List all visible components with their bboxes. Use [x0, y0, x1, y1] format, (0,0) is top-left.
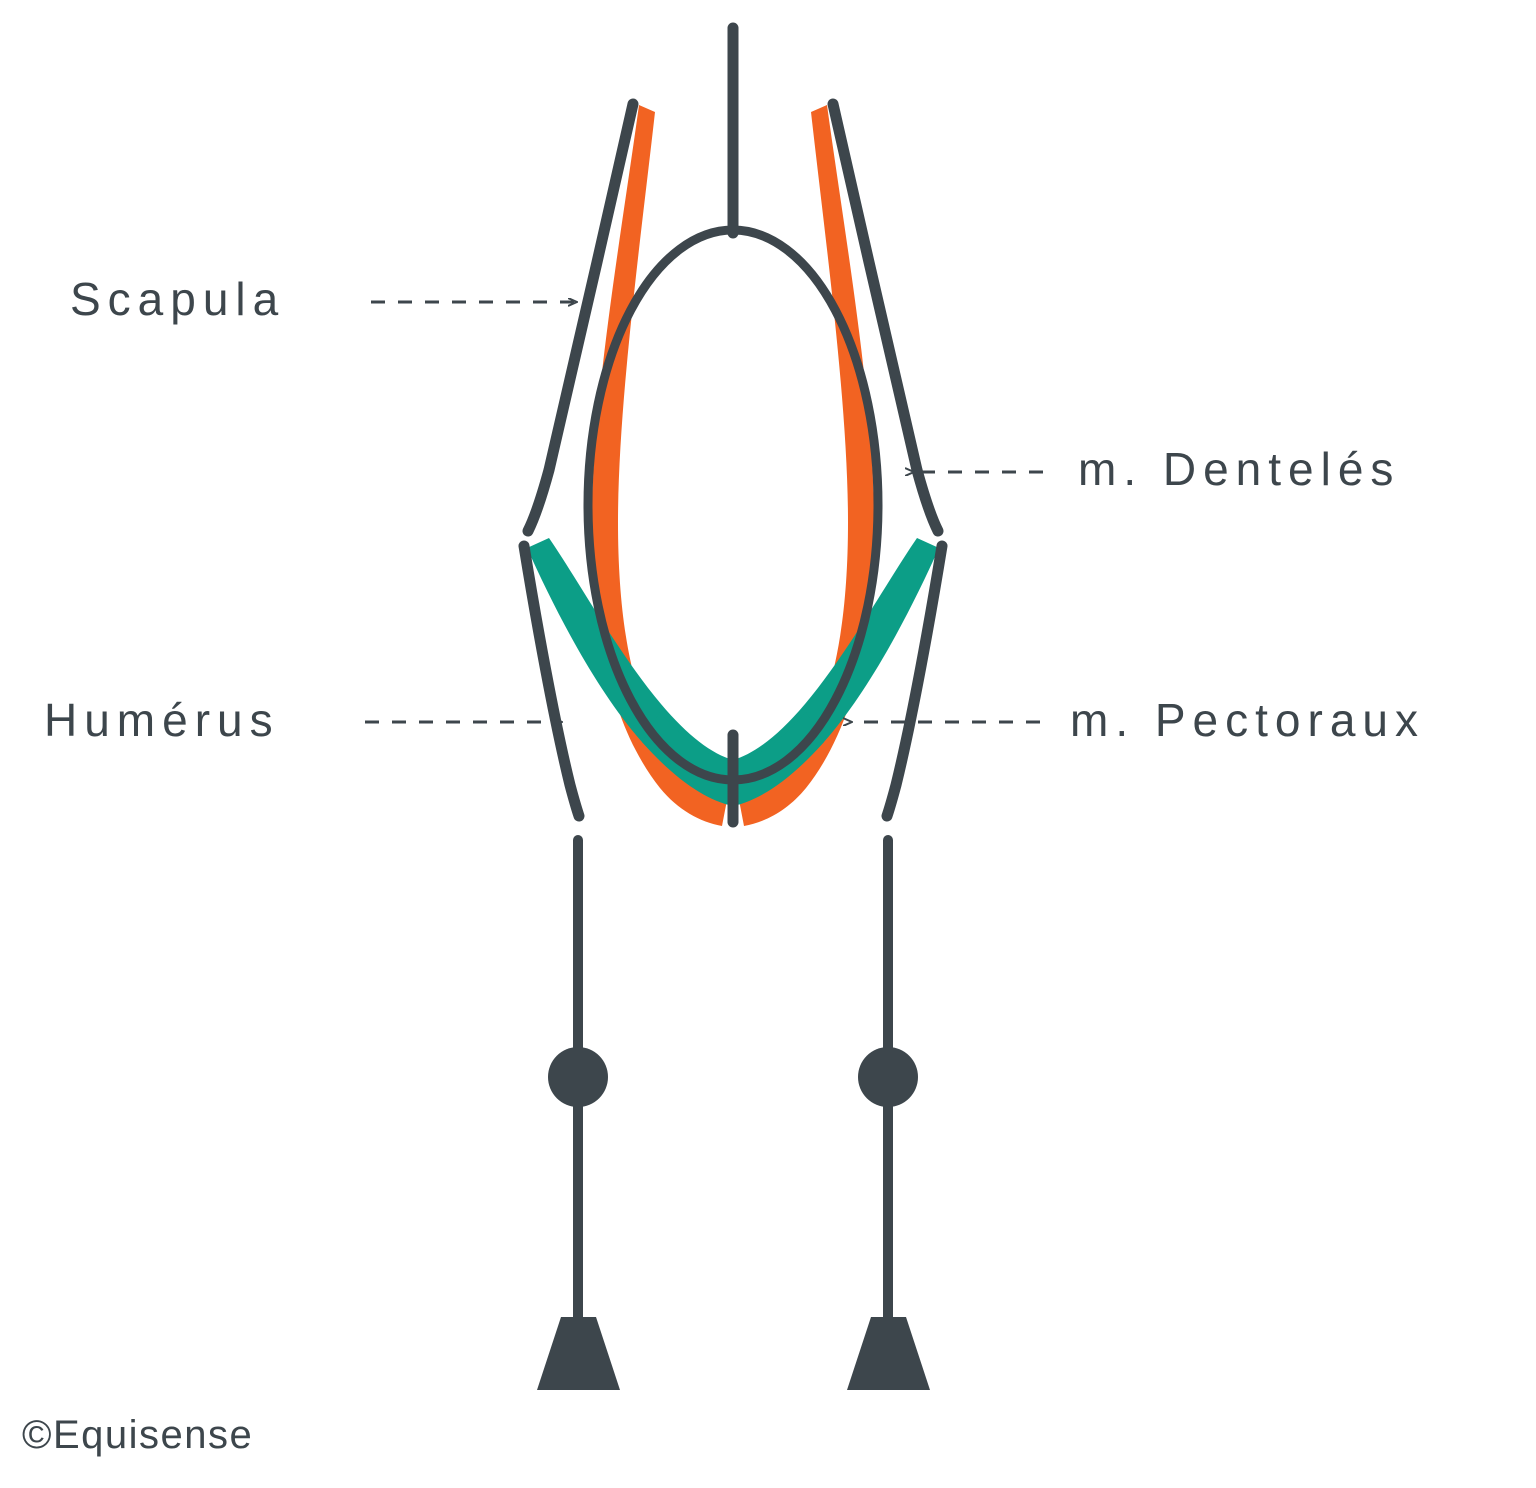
knee-joint-left	[548, 1047, 608, 1107]
label-m-denteles: m. Dentelés	[1078, 443, 1401, 495]
humerus-bone-left	[518, 540, 585, 822]
humerus-bone-right	[881, 540, 948, 822]
label-humerus: Humérus	[44, 694, 280, 746]
scapula-bone-left	[522, 98, 639, 537]
serratus-muscle-left	[592, 105, 727, 826]
pectoral-sling-bridge	[642, 712, 824, 806]
hoof-right	[847, 1317, 930, 1390]
thorax-outline	[583, 225, 883, 785]
watermark-equisense: ©Equisense	[22, 1413, 254, 1457]
hoof-left	[537, 1317, 620, 1390]
serratus-muscle-right	[739, 105, 874, 826]
label-scapula: Scapula	[70, 273, 286, 325]
scapula-bone-right	[827, 98, 944, 537]
knee-joint-right	[858, 1047, 918, 1107]
label-m-pectoraux: m. Pectoraux	[1070, 694, 1425, 746]
